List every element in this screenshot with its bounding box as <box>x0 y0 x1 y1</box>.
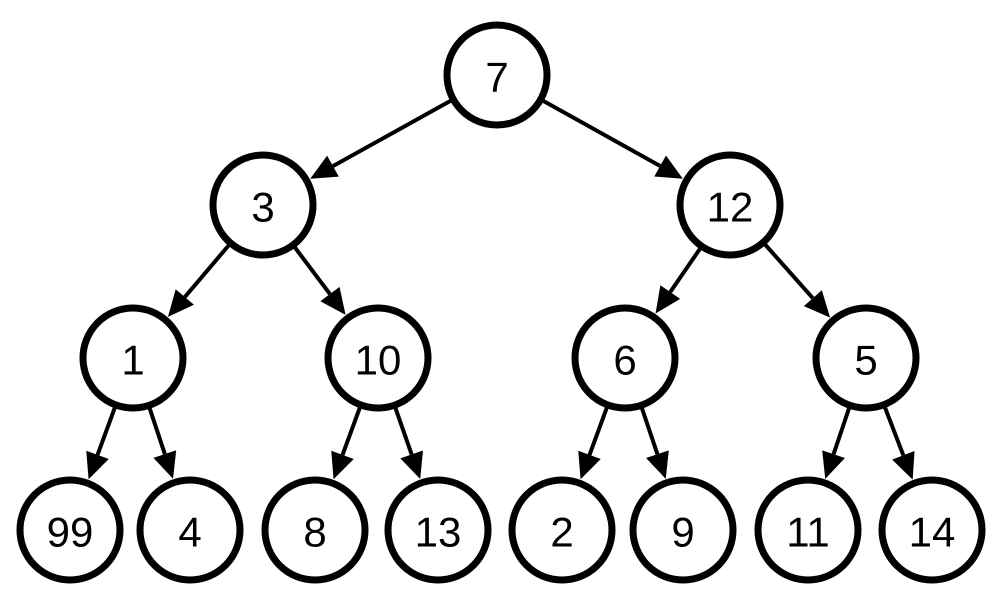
arrowhead-icon <box>400 450 423 480</box>
arrowhead-icon <box>654 155 683 179</box>
node-circle <box>571 304 679 412</box>
node-label: 9 <box>671 509 694 556</box>
node-circle <box>878 476 986 584</box>
node-circle <box>16 476 124 584</box>
arrowhead-icon <box>86 450 109 480</box>
node-circle <box>324 304 432 412</box>
edge-line <box>293 246 332 296</box>
edge-line <box>393 407 414 456</box>
tree-node: 9 <box>629 476 737 584</box>
tree-node: 8 <box>261 476 369 584</box>
node-circle <box>629 476 737 584</box>
arrowhead-icon <box>892 451 915 480</box>
edge-line <box>640 407 660 455</box>
edge-n1-to-n99 <box>86 407 117 480</box>
edge-n3-to-n1 <box>167 244 231 317</box>
node-label: 7 <box>485 54 508 101</box>
node-label: 13 <box>415 509 462 556</box>
tree-node: 11 <box>754 476 862 584</box>
edge-n5-to-n14 <box>883 406 915 480</box>
edge-line <box>587 407 609 456</box>
arrowhead-icon <box>320 286 346 315</box>
node-label: 3 <box>251 184 274 231</box>
arrowhead-icon <box>310 155 339 179</box>
tree-edges <box>86 98 915 480</box>
tree-node: 1 <box>79 304 187 412</box>
arrowhead-icon <box>153 450 177 479</box>
node-circle <box>508 476 616 584</box>
arrowhead-icon <box>167 289 194 317</box>
node-label: 11 <box>786 509 830 556</box>
arrowhead-icon <box>646 450 669 479</box>
edge-n7-to-n3 <box>310 98 452 179</box>
arrowhead-icon <box>655 285 681 314</box>
node-circle <box>754 476 862 584</box>
node-circle <box>209 151 317 259</box>
node-label: 99 <box>47 509 94 556</box>
node-label: 4 <box>178 509 201 556</box>
node-label: 5 <box>854 337 877 384</box>
edge-n1-to-n4 <box>147 407 177 479</box>
node-circle <box>136 476 244 584</box>
tree-node: 7 <box>443 21 551 129</box>
edge-line <box>147 407 167 455</box>
edge-line <box>183 244 231 299</box>
arrowhead-icon <box>578 450 601 480</box>
tree-node: 99 <box>16 476 124 584</box>
tree-node: 13 <box>384 476 492 584</box>
edge-line <box>883 406 906 457</box>
edge-line <box>763 243 815 300</box>
node-label: 6 <box>613 337 636 384</box>
tree-node: 14 <box>878 476 986 584</box>
tree-node: 12 <box>676 151 784 259</box>
edge-line <box>542 99 662 168</box>
node-circle <box>443 21 551 129</box>
tree-node: 5 <box>812 304 920 412</box>
node-circle <box>79 304 187 412</box>
node-label: 8 <box>303 509 326 556</box>
edge-line <box>340 407 362 456</box>
arrowhead-icon <box>803 290 831 318</box>
node-circle <box>676 151 784 259</box>
tree-node: 10 <box>324 304 432 412</box>
arrowhead-icon <box>822 450 845 479</box>
edge-n5-to-n11 <box>822 407 851 479</box>
edge-line <box>831 407 851 455</box>
node-label: 2 <box>550 509 573 556</box>
edge-n12-to-n5 <box>763 243 831 318</box>
edge-n6-to-n2 <box>578 407 609 480</box>
node-label: 10 <box>355 337 402 384</box>
edge-line <box>668 247 702 294</box>
edge-n3-to-n10 <box>293 246 346 315</box>
tree-node: 2 <box>508 476 616 584</box>
arrowhead-icon <box>331 450 354 480</box>
edge-n10-to-n8 <box>331 407 362 480</box>
node-label: 1 <box>121 337 144 384</box>
node-circle <box>812 304 920 412</box>
tree-node: 6 <box>571 304 679 412</box>
tree-node: 3 <box>209 151 317 259</box>
node-label: 14 <box>909 509 956 556</box>
edge-n6-to-n9 <box>640 407 669 479</box>
edge-n10-to-n13 <box>393 407 423 480</box>
tree-nodes: 7 3 12 1 10 6 5 99 4 8 13 2 9 11 14 <box>16 21 986 584</box>
tree-node: 4 <box>136 476 244 584</box>
edge-line <box>95 407 117 456</box>
edge-n7-to-n12 <box>542 99 683 179</box>
node-circle <box>384 476 492 584</box>
edge-line <box>331 98 452 168</box>
edge-n12-to-n6 <box>655 247 702 314</box>
node-label: 12 <box>707 184 754 231</box>
node-circle <box>261 476 369 584</box>
